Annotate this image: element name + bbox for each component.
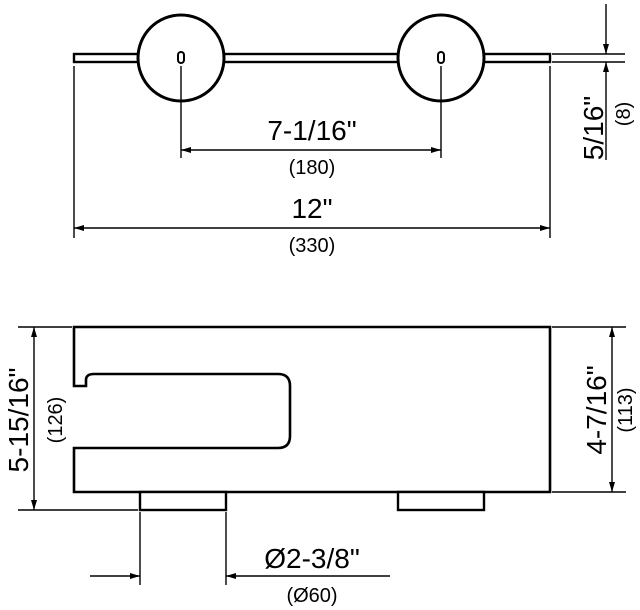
left-height-metric: (126) bbox=[45, 397, 67, 444]
bar-thickness-metric: (8) bbox=[613, 102, 635, 126]
side-view: 5-15/16" (126) 4-7/16" (113) Ø2-3/8" (Ø6… bbox=[3, 325, 637, 607]
top-view: 7-1/16" (180) 12" (330) 5/16" (8) bbox=[72, 4, 635, 257]
hole-spacing-imperial: 7-1/16" bbox=[267, 115, 356, 146]
mount-diameter-metric: (Ø60) bbox=[286, 585, 337, 607]
overall-length-metric: (330) bbox=[289, 235, 336, 257]
right-height-metric: (113) bbox=[615, 387, 637, 432]
rail-bar bbox=[72, 52, 552, 64]
left-height-imperial: 5-15/16" bbox=[3, 368, 34, 473]
bar-thickness-imperial: 5/16" bbox=[578, 96, 609, 160]
left-screw-hole bbox=[177, 51, 185, 64]
right-mount-foot bbox=[396, 490, 486, 512]
hole-spacing-metric: (180) bbox=[289, 157, 336, 179]
mount-diameter-imperial: Ø2-3/8" bbox=[264, 543, 360, 574]
overall-length-imperial: 12" bbox=[291, 193, 332, 224]
bracket-body bbox=[72, 325, 552, 494]
right-height-imperial: 4-7/16" bbox=[581, 365, 612, 454]
left-mount-foot bbox=[138, 490, 228, 512]
right-screw-hole bbox=[437, 51, 445, 64]
